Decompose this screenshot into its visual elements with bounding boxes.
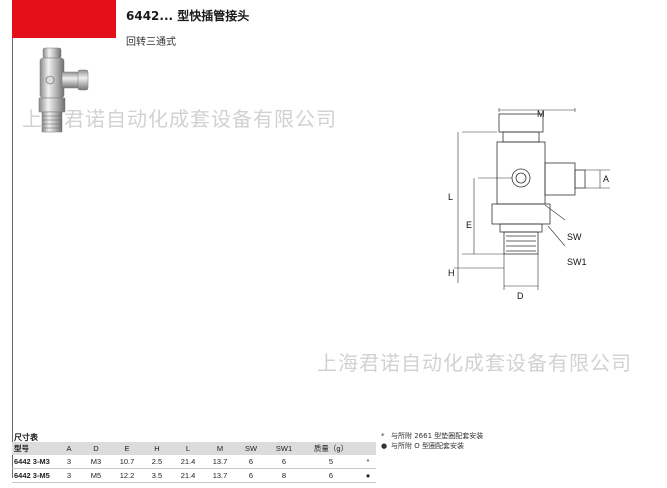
col-header: SW1 xyxy=(275,444,293,453)
col-header: E xyxy=(124,444,130,453)
cell: 6 xyxy=(248,457,254,466)
dim-label-sw1: SW1 xyxy=(567,257,587,267)
left-border-line xyxy=(12,0,13,478)
cell: 21.4 xyxy=(180,457,196,466)
cell-model: 6442 3-M5 xyxy=(14,471,50,480)
table-row: 6442 3-M3 3 M3 10.7 2.5 21.4 13.7 6 6 5 … xyxy=(12,455,376,469)
dim-label-d: D xyxy=(517,291,524,301)
cell: 8 xyxy=(281,471,287,480)
cell: 13.7 xyxy=(212,457,228,466)
cell: M5 xyxy=(90,471,102,480)
cell: 21.4 xyxy=(180,471,196,480)
cell: 5 xyxy=(328,457,334,466)
cell: 3 xyxy=(66,457,72,466)
cell-mark: ● xyxy=(365,471,371,480)
watermark-bottom: 上海君诺自动化成套设备有限公司 xyxy=(317,351,632,375)
col-header: 质量（g） xyxy=(313,444,349,453)
watermark-top: 上海君诺自动化成套设备有限公司 xyxy=(22,107,337,131)
cell-model: 6442 3-M3 xyxy=(14,457,50,466)
dim-label-h: H xyxy=(448,268,455,278)
spec-table: 型号 A D E H L M SW SW1 质量（g） 6442 3-M3 3 … xyxy=(12,442,376,483)
table-row: 6442 3-M5 3 M5 12.2 3.5 21.4 13.7 6 8 6 … xyxy=(12,469,376,483)
col-header xyxy=(360,442,376,455)
spec-table-label: 尺寸表 xyxy=(14,433,38,442)
cell: 3.5 xyxy=(151,471,163,480)
cell: 6 xyxy=(328,471,334,480)
dim-label-e: E xyxy=(466,220,472,230)
cell: 10.7 xyxy=(119,457,135,466)
legend-mark: * xyxy=(381,432,385,440)
dim-label-l: L xyxy=(448,192,453,202)
col-header: L xyxy=(185,444,191,453)
product-photo xyxy=(38,47,89,133)
col-header: A xyxy=(66,444,72,453)
cell: 12.2 xyxy=(119,471,135,480)
col-header: M xyxy=(216,444,224,453)
legend-item: * 与所附 2661 型垫圈配套安装 xyxy=(381,431,483,441)
cell: 13.7 xyxy=(212,471,228,480)
col-header: SW xyxy=(244,444,258,453)
cell: M3 xyxy=(90,457,102,466)
legend-text: 与所附 O 型圈配套安装 xyxy=(391,442,464,450)
fitting-outline xyxy=(491,113,586,255)
cell: 2.5 xyxy=(151,457,163,466)
legend-item: ●与所附 O 型圈配套安装 xyxy=(381,441,464,451)
brand-red-bar xyxy=(12,0,116,38)
dim-label-m: M xyxy=(537,109,545,119)
technical-drawing: M L E H D A SW SW1 xyxy=(448,108,610,301)
cell: 6 xyxy=(281,457,287,466)
table-header-row: 型号 A D E H L M SW SW1 质量（g） xyxy=(12,442,376,455)
cell: 6 xyxy=(248,471,254,480)
dimension-lines xyxy=(454,108,610,290)
dim-label-a: A xyxy=(603,174,609,184)
product-title: 6442... 型快插管接头 xyxy=(126,9,250,23)
legend-text: 与所附 2661 型垫圈配套安装 xyxy=(391,432,484,440)
col-header: D xyxy=(93,444,99,453)
col-header: H xyxy=(154,444,160,453)
product-subtitle: 回转三通式 xyxy=(126,37,176,48)
dim-label-sw: SW xyxy=(567,232,582,242)
legend-mark: ● xyxy=(381,442,388,450)
cell-mark: * xyxy=(366,457,370,466)
cell: 3 xyxy=(66,471,72,480)
col-header: 型号 xyxy=(14,444,29,453)
